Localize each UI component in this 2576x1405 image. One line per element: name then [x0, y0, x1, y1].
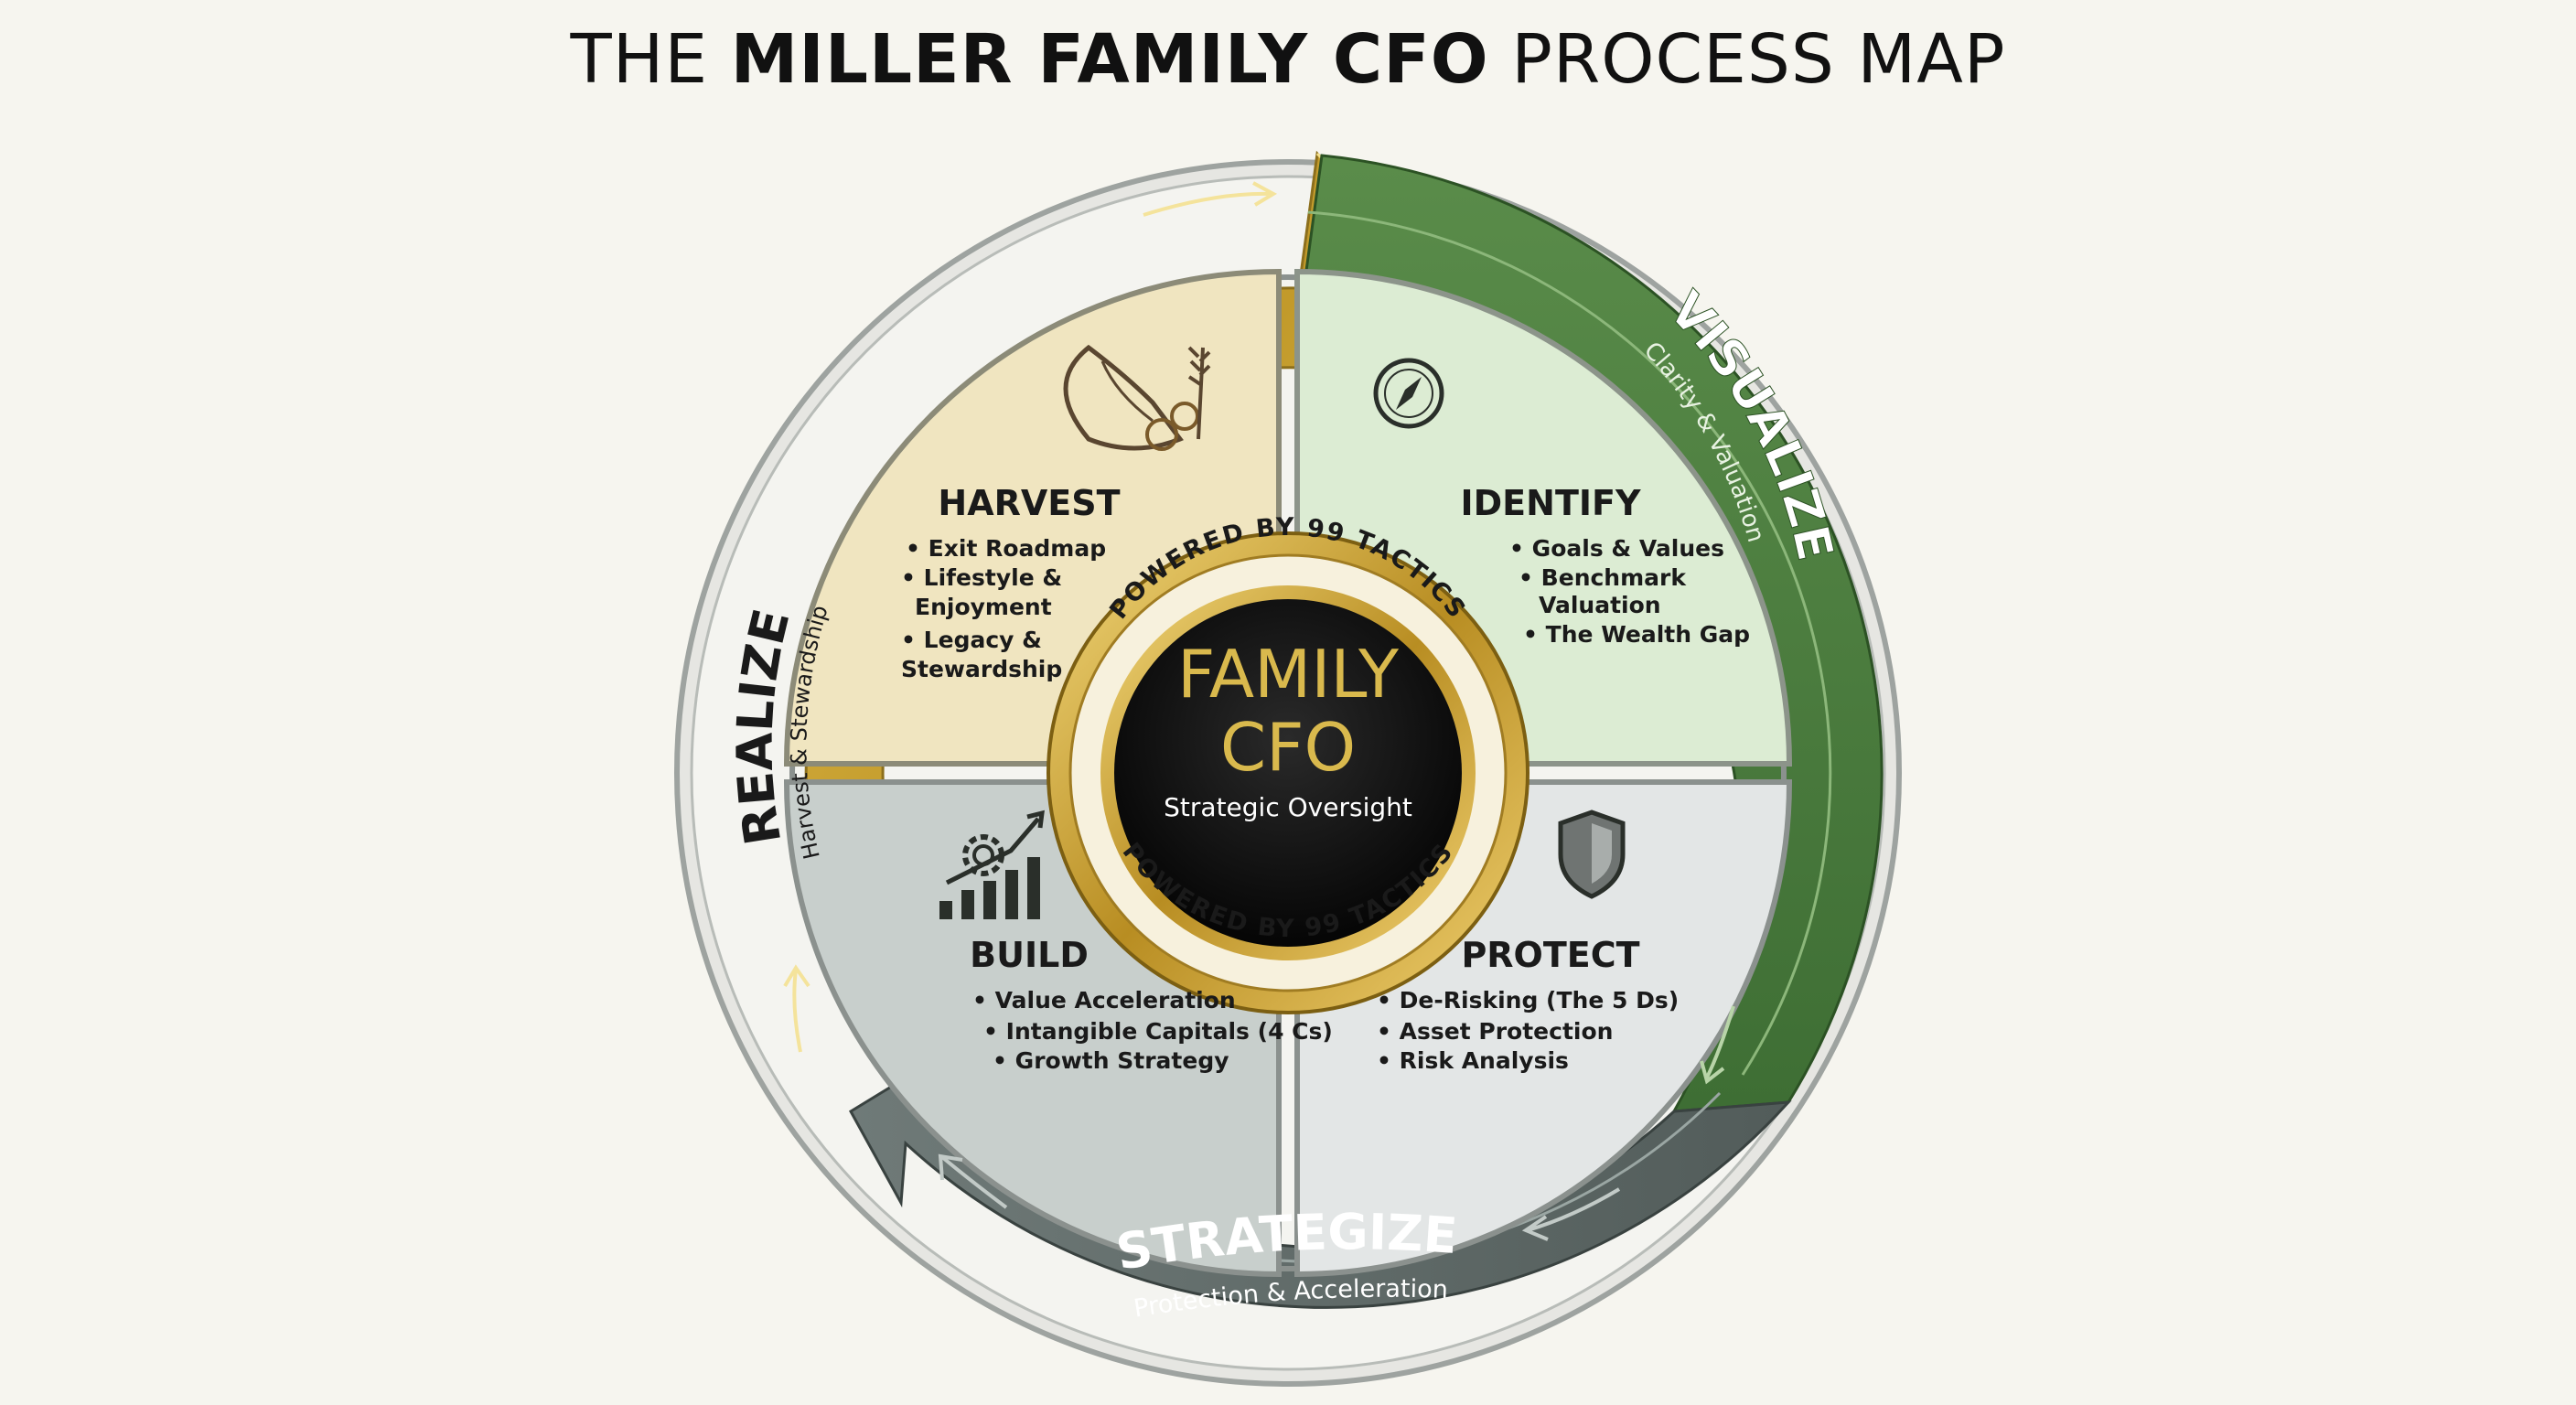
build-title: BUILD: [970, 935, 1089, 975]
build-bullet-2: • Intangible Capitals (4 Cs): [983, 1018, 1333, 1045]
compass-icon: [1373, 358, 1444, 429]
shield-icon: [1558, 810, 1626, 899]
build-bullet-3: • Growth Strategy: [993, 1047, 1229, 1074]
title-prefix: THE: [570, 20, 731, 99]
page-title: THE MILLER FAMILY CFO PROCESS MAP: [0, 20, 2576, 99]
arrow-gold-left: [783, 964, 810, 1053]
arrow-slate-right: [1521, 1187, 1621, 1241]
center-core: [1114, 599, 1462, 947]
gear-growth-chart-icon: [939, 810, 1045, 919]
protect-bullet-2: • Asset Protection: [1377, 1018, 1613, 1045]
harvest-bullet-5: Stewardship: [901, 656, 1062, 682]
cornucopia-icon: [1063, 344, 1211, 451]
center-title-line2: CFO: [1220, 709, 1356, 786]
harvest-bullet-2: • Lifestyle &: [901, 564, 1062, 591]
identify-bullet-3: Valuation: [1539, 592, 1661, 618]
harvest-bullet-1: • Exit Roadmap: [906, 535, 1106, 562]
arrow-slate-left: [938, 1153, 1008, 1209]
arrow-gold-top: [1143, 181, 1278, 217]
harvest-bullet-4: • Legacy &: [901, 627, 1042, 653]
harvest-title: HARVEST: [938, 483, 1120, 523]
center-subtitle: Strategic Oversight: [1164, 792, 1412, 822]
build-bullet-1: • Value Acceleration: [972, 987, 1236, 1014]
identify-bullet-4: • The Wealth Gap: [1523, 621, 1750, 648]
title-suffix: PROCESS MAP: [1488, 20, 2006, 99]
identify-bullet-1: • Goals & Values: [1509, 535, 1724, 562]
arrow-green-right: [1700, 1005, 1735, 1085]
center-title-line1: FAMILY: [1177, 636, 1400, 713]
title-emphasis: MILLER FAMILY CFO: [730, 20, 1489, 99]
protect-title: PROTECT: [1461, 935, 1639, 975]
protect-bullet-3: • Risk Analysis: [1377, 1047, 1569, 1074]
protect-bullet-1: • De-Risking (The 5 Ds): [1377, 987, 1679, 1014]
identify-bullet-2: • Benchmark: [1519, 564, 1687, 591]
identify-title: IDENTIFY: [1461, 483, 1641, 523]
harvest-bullet-3: Enjoyment: [915, 594, 1052, 620]
